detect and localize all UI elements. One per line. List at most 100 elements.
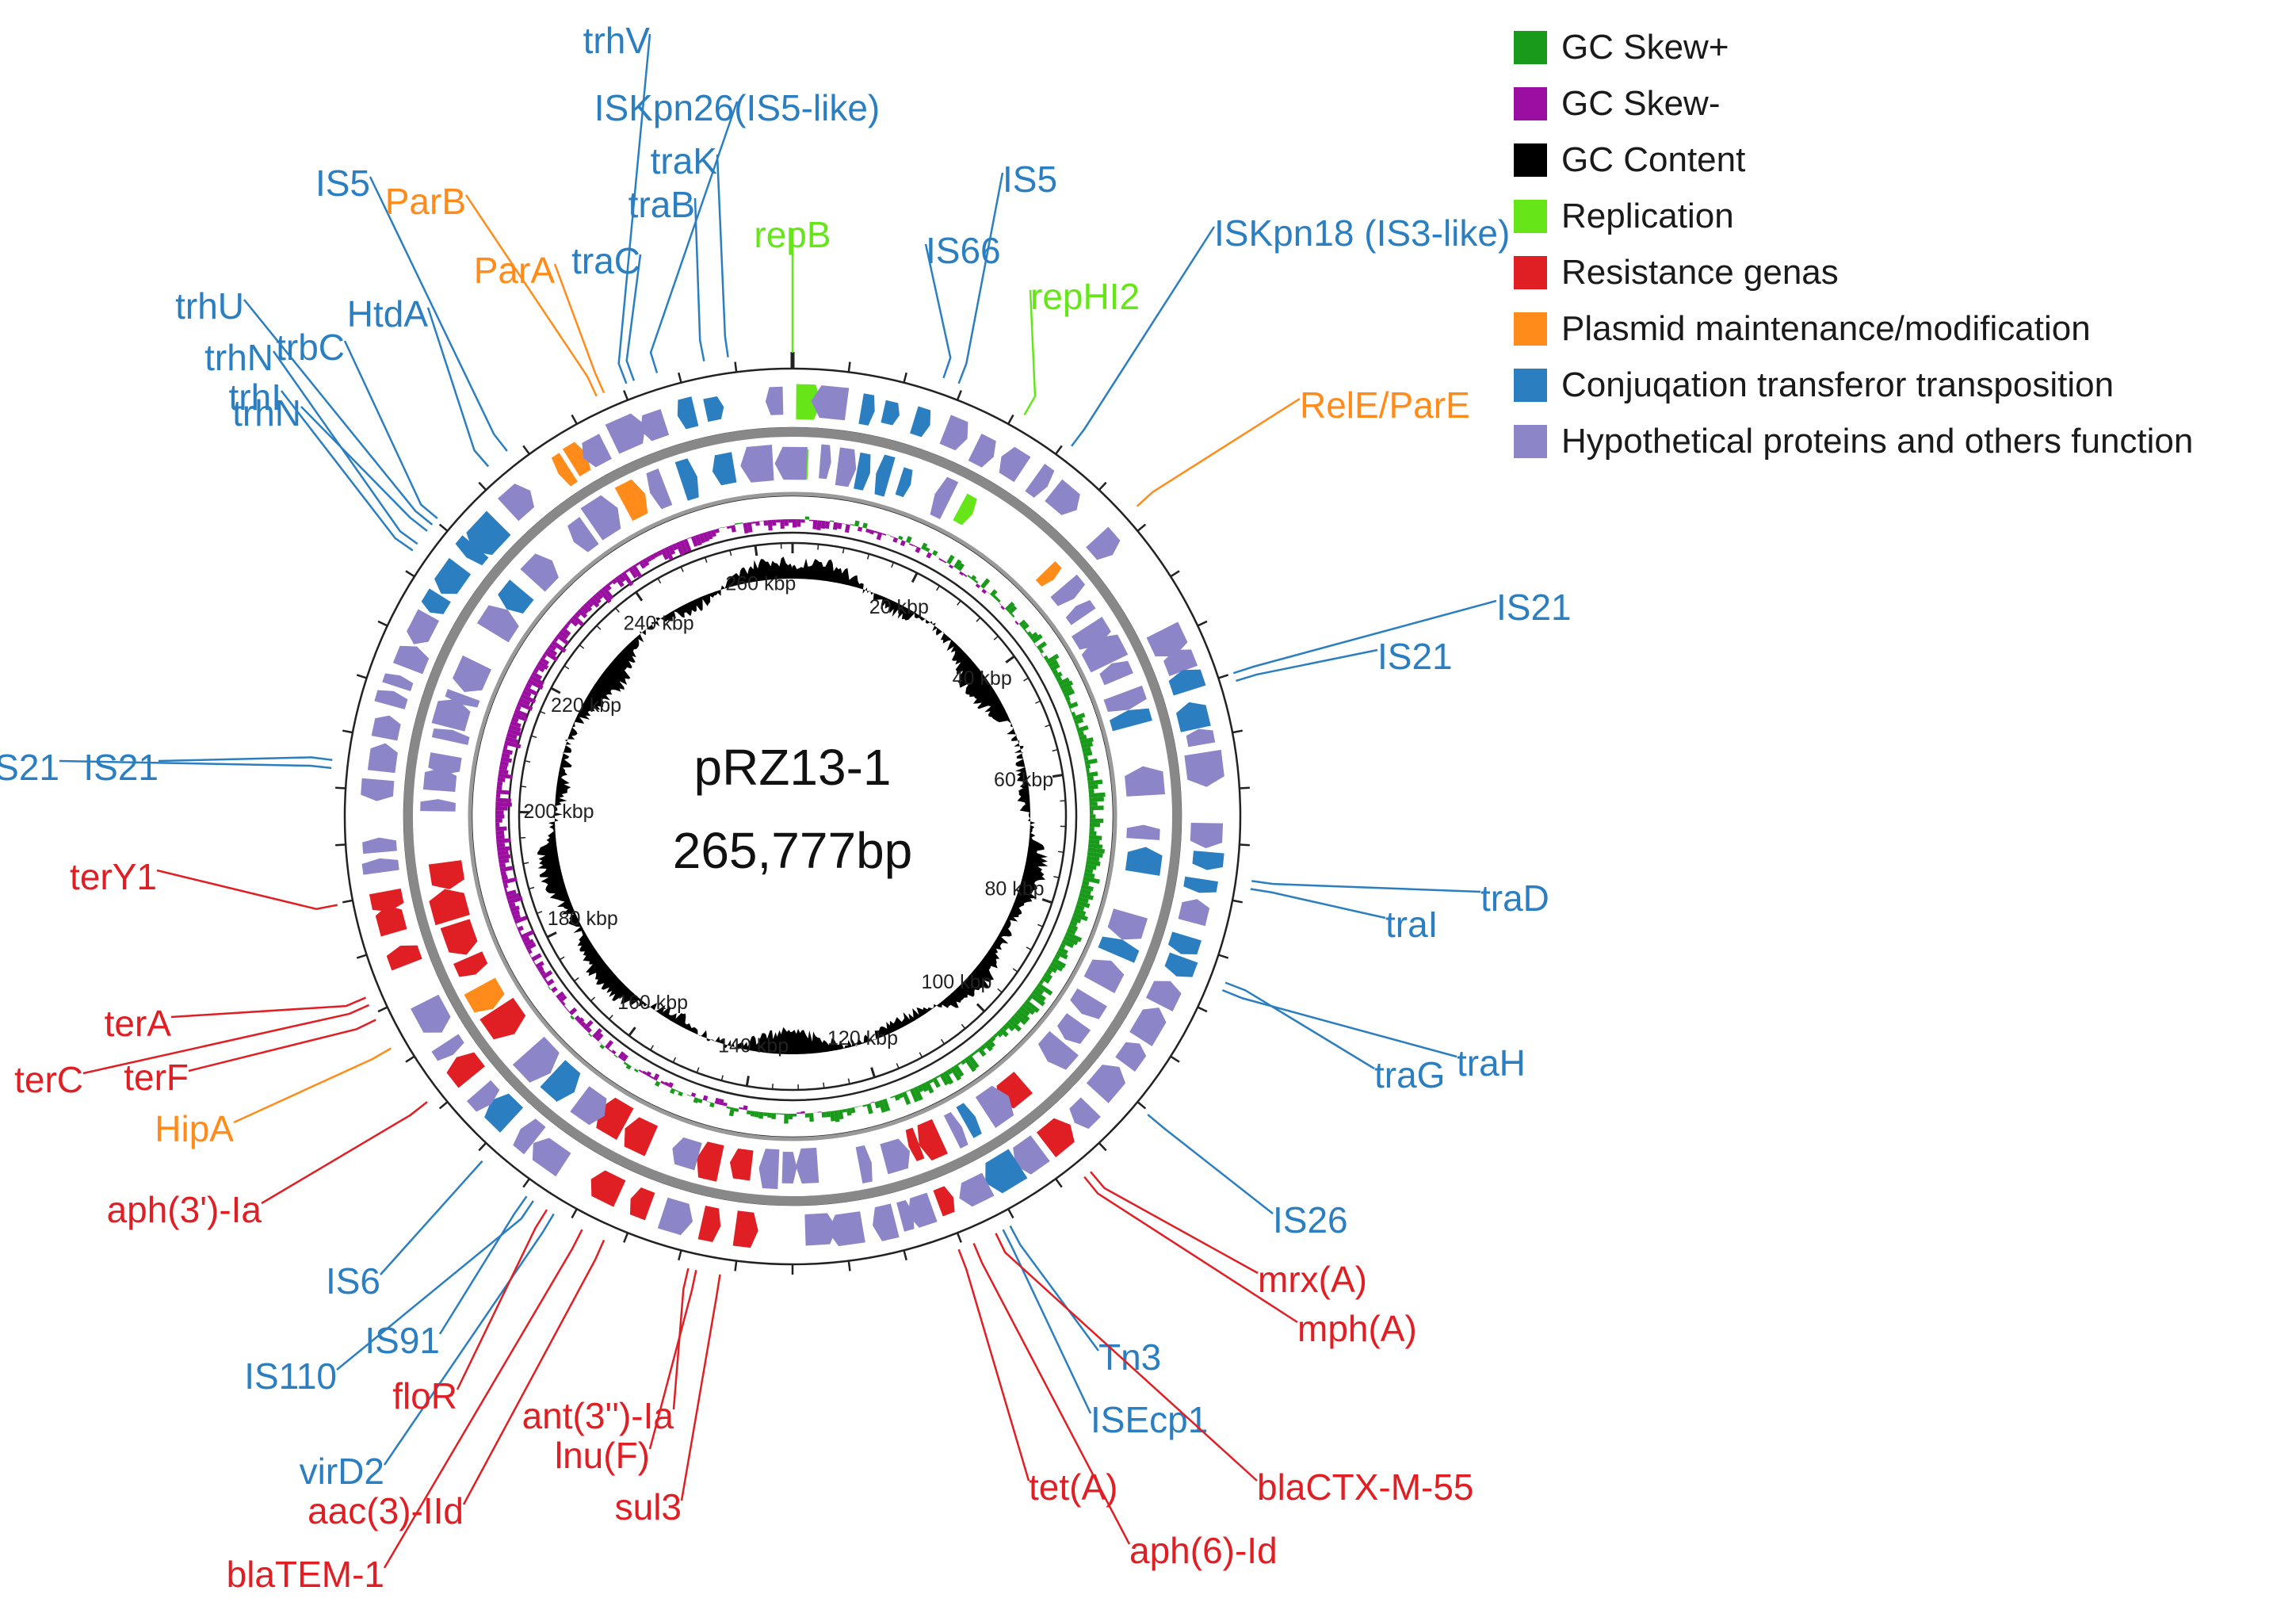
gc-skew-bar	[1049, 663, 1060, 672]
gc-skew-bar	[645, 556, 652, 563]
outer-tick	[903, 372, 907, 384]
gene-label: IS5	[315, 162, 370, 204]
legend-label: GC Skew+	[1561, 27, 1729, 67]
gc-skew-bar	[586, 1027, 592, 1034]
gene-features	[361, 384, 1224, 1248]
outer-tick	[342, 729, 353, 734]
gc-skew-bar	[502, 877, 518, 885]
gene-arrow	[476, 605, 519, 643]
gene-leader-line	[1221, 988, 1457, 1058]
gc-skew-bar	[967, 575, 972, 579]
gene-leader-line	[243, 299, 434, 526]
gc-skew-bar	[869, 530, 875, 535]
gc-skew-bar	[1043, 655, 1049, 661]
gene-label: floR	[392, 1375, 457, 1417]
gc-skew-bar	[533, 667, 539, 674]
gc-skew-bar	[521, 690, 532, 698]
gc-skew-bar	[592, 1028, 602, 1039]
scale-tick	[957, 600, 961, 606]
gc-skew-bar	[743, 522, 749, 534]
scale-tick	[650, 1045, 655, 1051]
gc-skew-bar	[1056, 676, 1063, 682]
gc-skew-bar	[842, 523, 846, 525]
scale-tick	[919, 1052, 923, 1058]
gc-skew-bar	[881, 533, 887, 536]
gene-arrow	[874, 454, 896, 497]
gc-skew-bar	[571, 614, 584, 627]
gc-skew-bar	[642, 557, 650, 567]
gc-skew-bar	[1088, 839, 1100, 845]
plasmid-size: 265,777bp	[673, 822, 913, 879]
gc-skew-bar	[767, 519, 773, 531]
outer-tick	[438, 1101, 449, 1110]
scale-label: 140 kbp	[718, 1034, 789, 1057]
gc-skew-bar	[746, 1110, 751, 1115]
gc-skew-bar	[535, 663, 545, 673]
outer-tick	[623, 390, 629, 401]
gc-skew-bar	[521, 936, 530, 943]
gene-label: repB	[754, 214, 831, 255]
scale-tick	[771, 1084, 774, 1090]
gc-skew-bar	[611, 1050, 617, 1055]
gc-skew-bar	[1066, 927, 1076, 935]
gene-label: sul3	[615, 1486, 682, 1527]
gc-skew-bar	[755, 521, 760, 526]
gc-skew-bar	[697, 1098, 703, 1103]
gc-skew-bar	[850, 523, 855, 526]
gene-arrow	[497, 484, 535, 522]
gc-skew-bar	[495, 801, 512, 807]
gene-arrow	[369, 888, 404, 912]
gene-arrow	[1086, 526, 1121, 560]
gc-skew-bar	[970, 575, 977, 581]
gene-label: HipA	[155, 1108, 234, 1149]
gene-label: blaCTX-M-55	[1257, 1466, 1474, 1508]
gene-arrow	[953, 493, 977, 526]
gene-arrow	[1056, 1013, 1091, 1045]
gc-skew-bar	[714, 528, 720, 533]
scale-tick	[729, 550, 732, 556]
gene-arrow	[1146, 621, 1188, 657]
gc-skew-bar	[932, 1076, 941, 1088]
gene-leader-line	[380, 1160, 483, 1275]
scale-tick	[754, 545, 758, 556]
gene-arrow	[910, 406, 931, 438]
gene-leader-line	[995, 1233, 1258, 1482]
gc-skew-bar	[563, 623, 569, 629]
gc-skew-bar	[1071, 711, 1076, 717]
gc-skew-bar	[1038, 648, 1045, 654]
gc-skew-bar	[1048, 965, 1058, 973]
gc-skew-bar	[1087, 779, 1103, 786]
gc-skew-bar	[601, 586, 614, 600]
gene-arrow	[1045, 479, 1080, 515]
gc-skew-bar	[890, 1095, 895, 1099]
gc-skew-bar	[976, 1046, 987, 1057]
gc-skew-bar	[512, 913, 521, 920]
gc-skew-bar	[726, 1106, 732, 1110]
gc-skew-bar	[499, 862, 506, 869]
gc-skew-bar	[498, 773, 513, 779]
scale-tick	[696, 1067, 700, 1073]
gene-arrow	[943, 1111, 968, 1149]
scale-tick	[961, 1023, 966, 1030]
gc-skew-bar	[583, 1019, 594, 1030]
gene-arrow	[567, 517, 599, 552]
gc-skew-bar	[546, 646, 558, 656]
gene-arrow	[407, 609, 440, 644]
gc-skew-bar	[1066, 700, 1072, 705]
gene-arrow	[464, 977, 505, 1013]
gc-skew-bar	[588, 1033, 593, 1038]
outer-tick	[377, 620, 388, 627]
gc-skew-bar	[502, 883, 509, 889]
legend-label: GC Skew-	[1561, 83, 1721, 123]
gc-skew-bar	[917, 1084, 924, 1092]
scale-tick	[608, 1015, 613, 1020]
gc-skew-bar	[762, 1112, 768, 1117]
gc-skew-bar	[1069, 920, 1078, 927]
legend-swatch	[1514, 30, 1547, 64]
gc-skew-bar	[1013, 617, 1017, 621]
gc-tracks	[495, 516, 1106, 1124]
gc-skew-bar	[1018, 619, 1027, 627]
gene-arrow	[420, 799, 456, 812]
gene-leader-line	[426, 307, 490, 468]
gc-skew-bar	[512, 713, 528, 722]
